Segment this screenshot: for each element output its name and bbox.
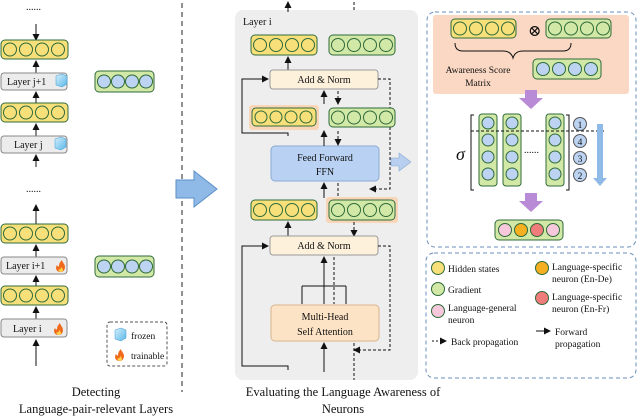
legend-general-line1: Language-general <box>448 304 517 314</box>
legend-frozen: frozen <box>131 331 156 342</box>
matrix-blue-row <box>532 58 602 80</box>
layer-j1-label: Layer j+1 <box>7 77 46 88</box>
add-norm-bottom-box: Add & Norm <box>269 235 379 256</box>
left-hidden-row-1 <box>0 39 69 60</box>
score-column-3 <box>545 113 565 187</box>
mhsa-box: Multi-Head Self Attention <box>270 304 380 342</box>
legend-forward-line2: propagation <box>555 340 601 350</box>
layer-panel-bg <box>235 10 418 380</box>
score-column-2 <box>502 113 522 187</box>
add-norm-top-label: Add & Norm <box>297 75 351 86</box>
matrix-label-line2: Matrix <box>465 79 491 89</box>
output-neuron-row <box>494 219 564 241</box>
mid-gradient-ffn-out <box>328 107 396 128</box>
layer-j-box: Layer j <box>0 135 68 154</box>
rank-3: 3 <box>578 155 583 165</box>
legend-forward-line1: Forward <box>555 328 587 338</box>
legend-specific-de-line2: neuron (En-De) <box>552 274 612 285</box>
layer-i1-box: Layer i+1 <box>0 256 68 275</box>
left-caption-line2: Language-pair-relevant Layers <box>19 402 173 416</box>
mid-hidden-ffn-out <box>249 105 319 130</box>
purple-arrow-icon <box>519 90 543 109</box>
ice-cube-icon <box>114 327 127 342</box>
left-hidden-row-3 <box>0 223 69 244</box>
right-legend: Hidden states Gradient Language-general … <box>425 252 637 379</box>
left-blue-group-top <box>94 70 155 93</box>
left-panel: ...... Layer j+1 Layer <box>0 2 173 416</box>
legend-gradient: Gradient <box>448 286 482 296</box>
add-norm-top-box: Add & Norm <box>269 69 379 90</box>
layer-j-label: Layer j <box>14 140 43 151</box>
sigma-symbol: σ <box>456 144 466 164</box>
mid-hidden-mid <box>250 199 318 221</box>
layer-i-box: Layer i <box>0 318 68 338</box>
legend-back-prop: Back propagation <box>451 338 519 348</box>
layer-panel-title: Layer i <box>243 17 272 28</box>
layer-j1-box: Layer j+1 <box>0 72 68 91</box>
small-blue-arrow-icon <box>390 152 412 172</box>
frozen-trainable-legend: frozen trainable <box>106 321 168 367</box>
legend-trainable: trainable <box>131 352 164 362</box>
mhsa-label-line1: Multi-Head <box>302 312 349 323</box>
blue-arrow-icon <box>175 169 218 209</box>
otimes-icon: ⊗ <box>528 23 541 40</box>
mid-gradient-mid <box>326 197 398 223</box>
mid-hidden-top <box>250 34 318 56</box>
layer-i1-label: Layer i+1 <box>6 261 45 272</box>
legend-hidden-states: Hidden states <box>448 265 500 275</box>
score-column-1 <box>478 113 498 187</box>
mid-gradient-top <box>328 34 396 56</box>
right-hidden-row <box>450 18 517 39</box>
middle-panel: Layer i Add & Norm <box>235 1 441 416</box>
left-hidden-row-2 <box>0 102 69 123</box>
middle-caption-line1: Evaluating the Language Awareness of <box>246 385 441 399</box>
middle-caption-line2: Neurons <box>322 402 364 416</box>
mhsa-label-line2: Self Attention <box>297 327 353 338</box>
legend-specific-fr-line2: neuron (En-Fr) <box>552 304 609 315</box>
legend-specific-de-line1: Language-specific <box>552 262 622 273</box>
ice-cube-icon <box>54 136 67 151</box>
fire-icon <box>54 323 63 335</box>
ffn-box: Feed Forward FFN <box>270 145 380 182</box>
rank-4: 2 <box>578 172 583 182</box>
rank-2: 4 <box>578 138 583 148</box>
left-dots-mid: ...... <box>26 184 41 195</box>
right-top-panel: ⊗ Awareness Score Matrix σ <box>426 11 637 248</box>
layer-i-label: Layer i <box>13 324 42 335</box>
right-gradient-row <box>545 18 612 39</box>
fire-icon <box>115 349 124 361</box>
rank-1: 1 <box>578 121 583 131</box>
legend-general-line2: neuron <box>448 316 475 326</box>
ffn-label-line2: FFN <box>316 167 334 178</box>
matrix-label-line1: Awareness Score <box>446 66 511 76</box>
sort-arrow-icon <box>593 124 607 186</box>
fire-icon <box>56 260 65 272</box>
rank-list: 1 4 3 2 <box>573 117 587 182</box>
ffn-label-line1: Feed Forward <box>297 153 353 164</box>
left-hidden-row-4 <box>0 285 69 306</box>
left-dots-top: ...... <box>26 2 41 13</box>
left-caption-line1: Detecting <box>72 385 121 399</box>
purple-arrow-icon <box>519 193 543 212</box>
ice-cube-icon <box>55 73 68 88</box>
left-blue-group-bottom <box>94 255 155 278</box>
add-norm-bottom-label: Add & Norm <box>297 241 351 252</box>
legend-specific-fr-line1: Language-specific <box>552 292 622 303</box>
score-column-dots: ...... <box>524 145 539 156</box>
